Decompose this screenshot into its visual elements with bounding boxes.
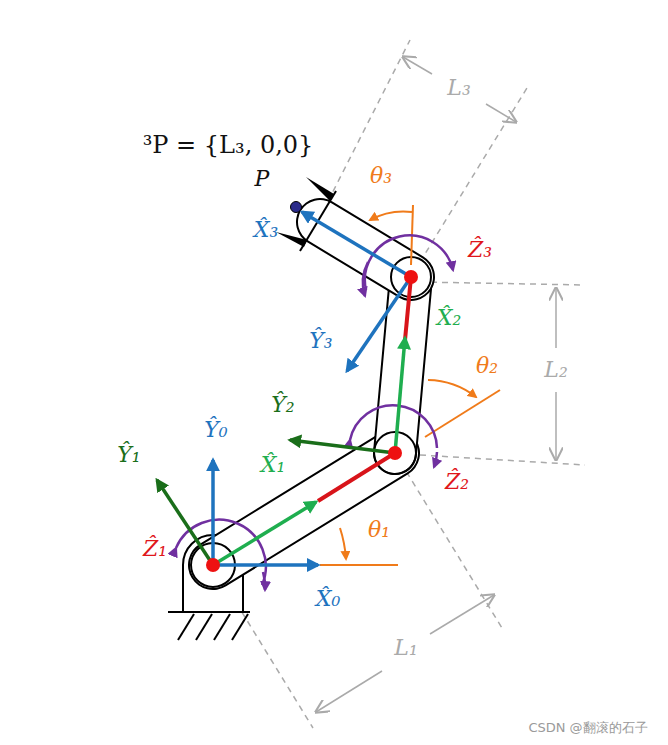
frame-axes — [157, 212, 411, 565]
point-name: P — [255, 168, 270, 190]
angle-label: θ₃ — [370, 165, 392, 187]
angle-label: θ₁ — [368, 519, 390, 541]
position-formula: ³P = {L₃, 0,0} — [143, 133, 314, 157]
hatch-stroke — [232, 614, 248, 640]
dimension-label: L₁ — [394, 637, 417, 659]
rotation-arcs — [176, 235, 453, 590]
axis-label: Ŷ₁ — [117, 444, 140, 466]
axis-label: Ẑ₁ — [143, 538, 167, 560]
axis-label: Ŷ₂ — [271, 394, 294, 416]
link-centerlines — [318, 277, 411, 501]
dimension-arrows — [316, 57, 556, 712]
hatch-stroke — [196, 614, 212, 640]
axis-label: X̂₀ — [316, 588, 340, 610]
axis-label: Ẑ₃ — [468, 239, 492, 261]
arm-links — [213, 222, 411, 565]
axis-label: Ŷ₃ — [309, 330, 332, 352]
axis-label: X̂₁ — [261, 454, 285, 476]
axis-label: X̂₂ — [437, 307, 461, 329]
axis-label: Ŷ₀ — [204, 419, 227, 441]
joint-dots — [206, 202, 418, 573]
dimension-label: L₃ — [447, 77, 470, 99]
angle-label: θ₂ — [476, 355, 498, 377]
joint-circles — [191, 257, 431, 587]
angle-marks — [320, 205, 500, 565]
hatch-stroke — [214, 614, 230, 640]
watermark: CSDN @翻滚的石子 — [528, 721, 647, 734]
dimension-label: L₂ — [544, 359, 567, 381]
ground-hatching — [178, 614, 248, 640]
hatch-stroke — [178, 614, 194, 640]
axis-label: Ẑ₂ — [445, 471, 469, 493]
axis-label: X̂₃ — [254, 219, 278, 241]
